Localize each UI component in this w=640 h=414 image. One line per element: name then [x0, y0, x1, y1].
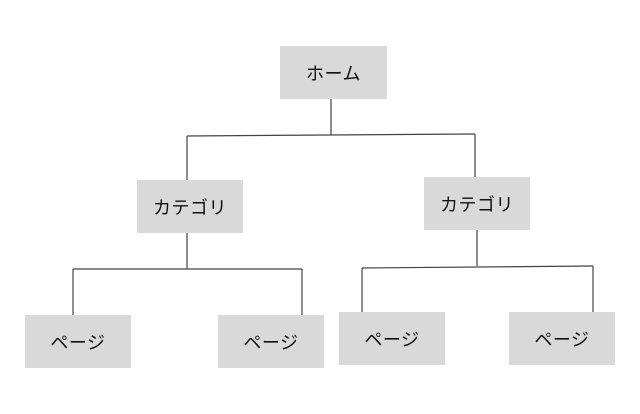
category-node-label: カテゴリ — [440, 194, 514, 216]
category-node-right: カテゴリ — [424, 177, 530, 230]
page-node-4: ページ — [509, 312, 615, 365]
page-node-label: ページ — [534, 329, 590, 351]
home-node-label: ホーム — [306, 63, 361, 85]
page-node-label: ページ — [243, 332, 299, 354]
page-node-1: ページ — [25, 315, 131, 368]
category-node-left: カテゴリ — [137, 180, 243, 233]
page-node-2: ページ — [218, 315, 324, 368]
page-node-3: ページ — [339, 312, 445, 365]
page-node-label: ページ — [50, 332, 106, 354]
connector-top-bar — [186, 133, 476, 137]
home-node: ホーム — [280, 46, 387, 99]
connector-right-bar — [361, 265, 594, 269]
category-node-label: カテゴリ — [153, 197, 227, 219]
page-node-label: ページ — [364, 329, 420, 351]
